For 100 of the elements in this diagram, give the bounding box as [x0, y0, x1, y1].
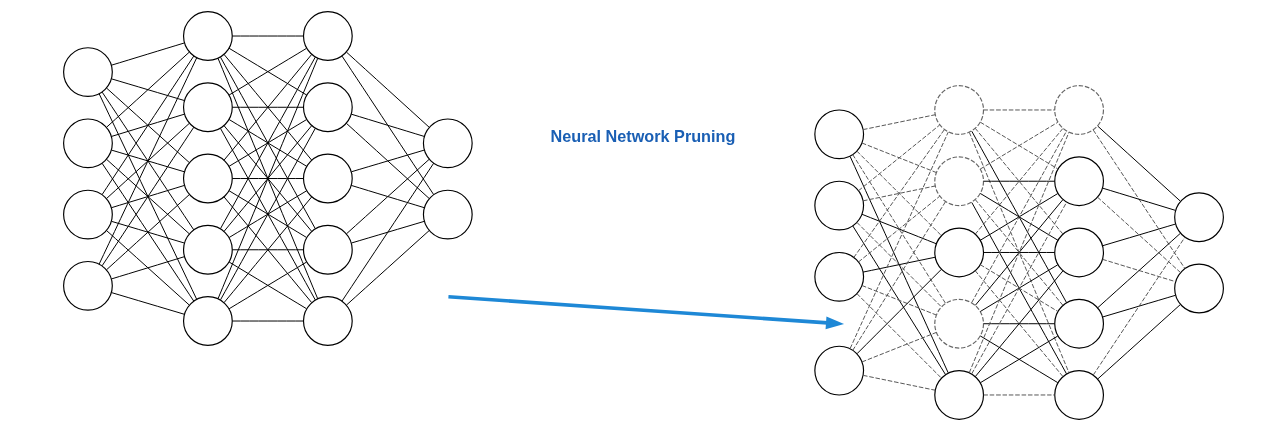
connector: [231, 106, 304, 108]
connector: [110, 185, 185, 209]
connector: [858, 195, 940, 263]
connector: [106, 230, 190, 306]
connector: [1097, 125, 1181, 202]
connector: [968, 131, 1070, 374]
connector: [341, 55, 435, 196]
connector: [111, 220, 185, 244]
node-circle: [1054, 156, 1105, 207]
connector: [974, 127, 1064, 235]
connector: [231, 249, 304, 251]
node-circle: [302, 224, 353, 275]
connector: [983, 109, 1056, 111]
connector: [345, 51, 430, 128]
node-circle: [182, 153, 233, 204]
node-circle: [814, 109, 865, 160]
connector: [350, 113, 425, 137]
connector: [345, 122, 430, 199]
connector: [1102, 258, 1176, 283]
connector: [231, 35, 304, 37]
connector: [983, 180, 1056, 182]
node-circle: [934, 370, 985, 420]
connector: [852, 154, 946, 304]
connector: [228, 119, 307, 167]
connector: [979, 193, 1059, 241]
connector: [111, 292, 185, 315]
connector: [101, 91, 195, 231]
connector: [98, 93, 198, 300]
connector: [98, 57, 198, 265]
node-circle: [934, 85, 985, 135]
node-circle: [63, 260, 113, 311]
connector: [101, 55, 195, 195]
connector: [974, 199, 1064, 306]
connector: [106, 51, 190, 128]
connector: [979, 264, 1059, 312]
connector: [231, 320, 304, 322]
connector: [1092, 129, 1186, 269]
connector: [223, 196, 313, 304]
connector: [862, 374, 936, 391]
label: Neural Network Pruning: [550, 126, 736, 145]
connector: [351, 220, 425, 244]
connector: [979, 335, 1059, 384]
node-circle: [302, 82, 353, 133]
connector: [858, 124, 940, 192]
connector: [341, 162, 435, 302]
node-circle: [1054, 227, 1105, 278]
connector: [856, 293, 942, 379]
node-circle: [422, 118, 473, 169]
node-circle: [63, 118, 113, 169]
connector: [861, 332, 937, 363]
connector: [101, 126, 195, 267]
connector: [1092, 236, 1186, 376]
node-circle: [934, 156, 985, 207]
connector: [849, 131, 949, 349]
node-circle: [934, 298, 985, 349]
node-circle: [814, 345, 865, 396]
node-circle: [1054, 85, 1105, 135]
connector: [853, 129, 945, 258]
connector: [217, 57, 319, 300]
connector: [101, 162, 195, 302]
connector: [849, 156, 949, 374]
connector: [228, 47, 307, 96]
connector: [1097, 304, 1181, 380]
connector: [1097, 196, 1181, 273]
node-circle: [302, 296, 353, 346]
node-circle: [814, 251, 865, 302]
connector: [111, 78, 185, 101]
connector: [862, 114, 936, 131]
node-circle: [1174, 263, 1224, 314]
connector: [856, 150, 942, 237]
connector: [228, 190, 307, 238]
node-circle: [182, 11, 233, 61]
connector: [862, 185, 936, 202]
connector: [852, 201, 946, 351]
node-circle: [1174, 192, 1224, 243]
node-circle: [302, 153, 353, 204]
connector: [106, 122, 190, 200]
node-circle: [63, 189, 113, 240]
connector: [110, 256, 185, 280]
node-circle: [422, 189, 473, 240]
node-circle: [182, 82, 233, 133]
node-circle: [934, 227, 985, 278]
connector: [861, 213, 937, 245]
connector: [345, 158, 430, 235]
node-circle: [302, 11, 353, 61]
node-circle: [63, 47, 113, 98]
connector: [1102, 294, 1176, 318]
connector: [111, 149, 185, 173]
connector: [345, 230, 430, 306]
connector: [856, 268, 942, 355]
node-circle: [1054, 298, 1105, 349]
connector: [862, 256, 936, 273]
connector: [1102, 187, 1176, 211]
connector: [861, 285, 937, 316]
connector: [228, 261, 307, 310]
connector: [983, 252, 1056, 253]
node-circle: [814, 180, 865, 231]
connector: [110, 42, 185, 66]
connector: [861, 142, 937, 173]
connector: [983, 323, 1056, 325]
